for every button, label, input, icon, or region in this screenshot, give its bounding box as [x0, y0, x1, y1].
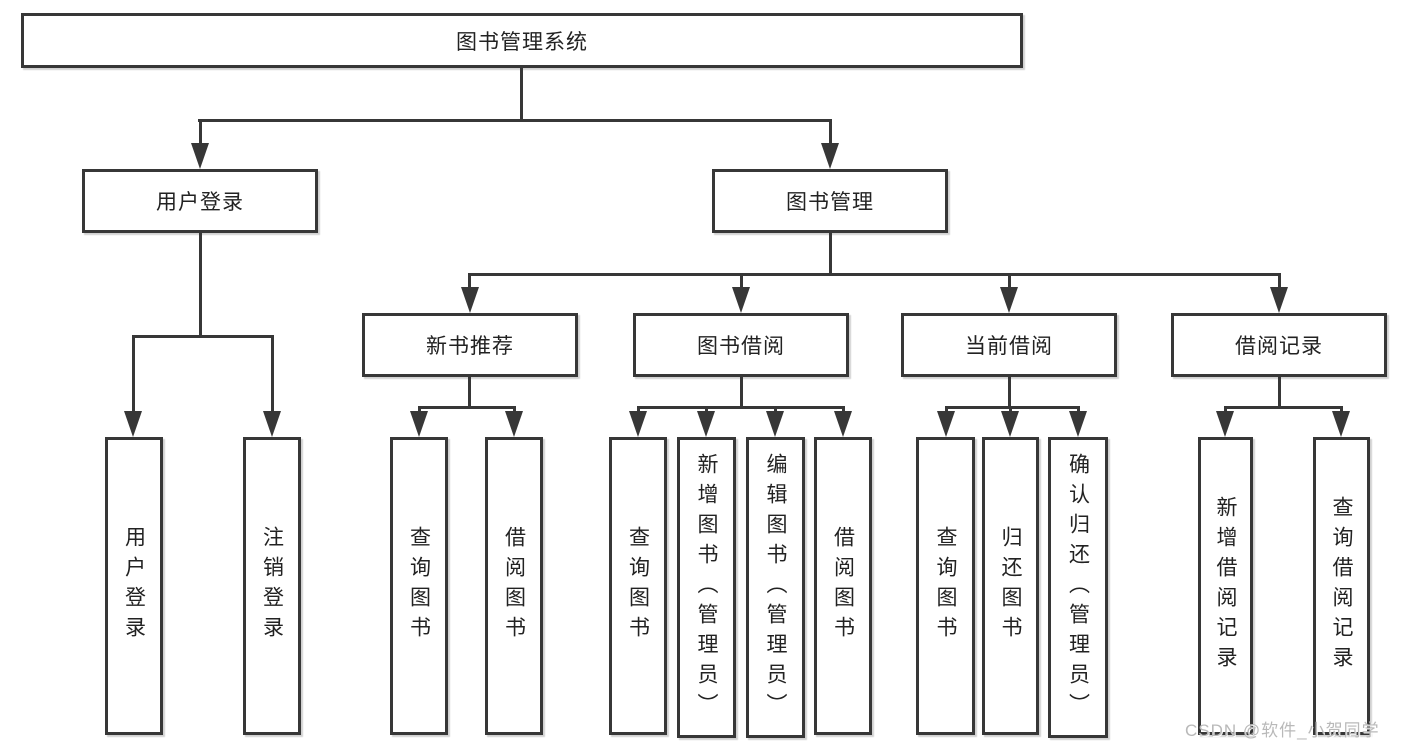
connector-line [468, 275, 471, 289]
arrow-down-icon [937, 411, 955, 437]
connector-line [418, 406, 516, 409]
node-new-book-recommend: 新书推荐 [362, 313, 578, 377]
arrow-down-icon [732, 287, 750, 313]
arrow-down-icon [1216, 411, 1234, 437]
leaf-label: 查询图书 [626, 526, 650, 646]
arrow-down-icon [1332, 411, 1350, 437]
connector-line [945, 406, 1080, 409]
leaf-label: 查询图书 [934, 526, 957, 646]
leaf-add-borrow-record: 新增借阅记录 [1198, 437, 1253, 735]
leaf-label: 新增借阅记录 [1214, 496, 1237, 676]
leaf-query-books-current: 查询图书 [916, 437, 975, 735]
arrow-down-icon [697, 411, 715, 437]
connector-line [705, 406, 708, 414]
connector-line [1278, 275, 1281, 289]
leaf-label: 注销登录 [260, 526, 284, 646]
arrow-down-icon [1270, 287, 1288, 313]
node-user-login: 用户登录 [82, 169, 318, 233]
arrow-down-icon [410, 411, 428, 437]
connector-line [1077, 406, 1080, 414]
node-book-borrowing: 图书借阅 [633, 313, 849, 377]
arrow-down-icon [191, 143, 209, 169]
connector-line [774, 406, 777, 414]
arrow-down-icon [834, 411, 852, 437]
connector-line [199, 233, 202, 337]
node-library-management-system: 图书管理系统 [21, 13, 1023, 68]
connector-line [637, 406, 845, 409]
node-label: 图书管理 [786, 191, 874, 214]
leaf-confirm-return-admin: 确认归还（管理员） [1048, 437, 1108, 738]
arrow-down-icon [263, 411, 281, 437]
connector-line [1224, 406, 1227, 414]
connector-line [1340, 406, 1343, 414]
connector-line [842, 406, 845, 414]
leaf-borrow-books: 借阅图书 [814, 437, 872, 735]
connector-line [740, 275, 743, 289]
connector-line [271, 337, 274, 413]
node-book-management: 图书管理 [712, 169, 948, 233]
connector-line [520, 68, 523, 119]
leaf-label: 归还图书 [999, 526, 1022, 646]
leaf-query-books-recommend: 查询图书 [390, 437, 448, 735]
node-borrowing-records: 借阅记录 [1171, 313, 1387, 377]
connector-line [418, 406, 421, 414]
arrow-down-icon [1000, 287, 1018, 313]
connector-line [468, 273, 1281, 276]
leaf-query-books-borrow: 查询图书 [609, 437, 667, 735]
leaf-label: 新增图书（管理员） [695, 452, 718, 723]
node-current-borrowing: 当前借阅 [901, 313, 1117, 377]
node-label: 图书管理系统 [456, 30, 588, 54]
leaf-add-book-admin: 新增图书（管理员） [677, 437, 736, 738]
leaf-edit-book-admin: 编辑图书（管理员） [746, 437, 805, 738]
connector-line [1009, 406, 1012, 414]
leaf-label: 借阅图书 [831, 526, 855, 646]
connector-line [1008, 377, 1011, 406]
leaf-query-borrow-record: 查询借阅记录 [1313, 437, 1370, 735]
connector-line [1278, 377, 1281, 406]
csdn-watermark: CSDN @软件_小贺同学 [1185, 721, 1380, 740]
connector-line [513, 406, 516, 414]
connector-line [829, 121, 832, 145]
arrow-down-icon [124, 411, 142, 437]
leaf-label: 确认归还（管理员） [1066, 452, 1090, 723]
connector-line [199, 121, 202, 145]
arrow-down-icon [766, 411, 784, 437]
arrow-down-icon [461, 287, 479, 313]
leaf-label: 编辑图书（管理员） [764, 452, 787, 723]
connector-line [829, 233, 832, 275]
leaf-label: 借阅图书 [502, 526, 526, 646]
leaf-borrow-books-recommend: 借阅图书 [485, 437, 543, 735]
connector-line [1224, 406, 1343, 409]
node-label: 借阅记录 [1235, 335, 1323, 358]
connector-line [132, 337, 135, 413]
node-label: 图书借阅 [697, 335, 785, 358]
connector-line [740, 377, 743, 406]
connector-line [198, 119, 832, 122]
arrow-down-icon [505, 411, 523, 437]
leaf-return-books: 归还图书 [982, 437, 1039, 735]
leaf-user-login: 用户登录 [105, 437, 163, 735]
connector-line [1008, 275, 1011, 289]
connector-line [132, 335, 274, 338]
connector-line [637, 406, 640, 414]
connector-line [468, 377, 471, 406]
node-label: 用户登录 [156, 191, 244, 214]
arrow-down-icon [629, 411, 647, 437]
leaf-logout: 注销登录 [243, 437, 301, 735]
leaf-label: 查询图书 [407, 526, 431, 646]
leaf-label: 用户登录 [122, 526, 146, 646]
node-label: 当前借阅 [965, 335, 1053, 358]
node-label: 新书推荐 [426, 335, 514, 358]
leaf-label: 查询借阅记录 [1330, 496, 1353, 676]
arrow-down-icon [1069, 411, 1087, 437]
connector-line [945, 406, 948, 414]
arrow-down-icon [821, 143, 839, 169]
arrow-down-icon [1001, 411, 1019, 437]
